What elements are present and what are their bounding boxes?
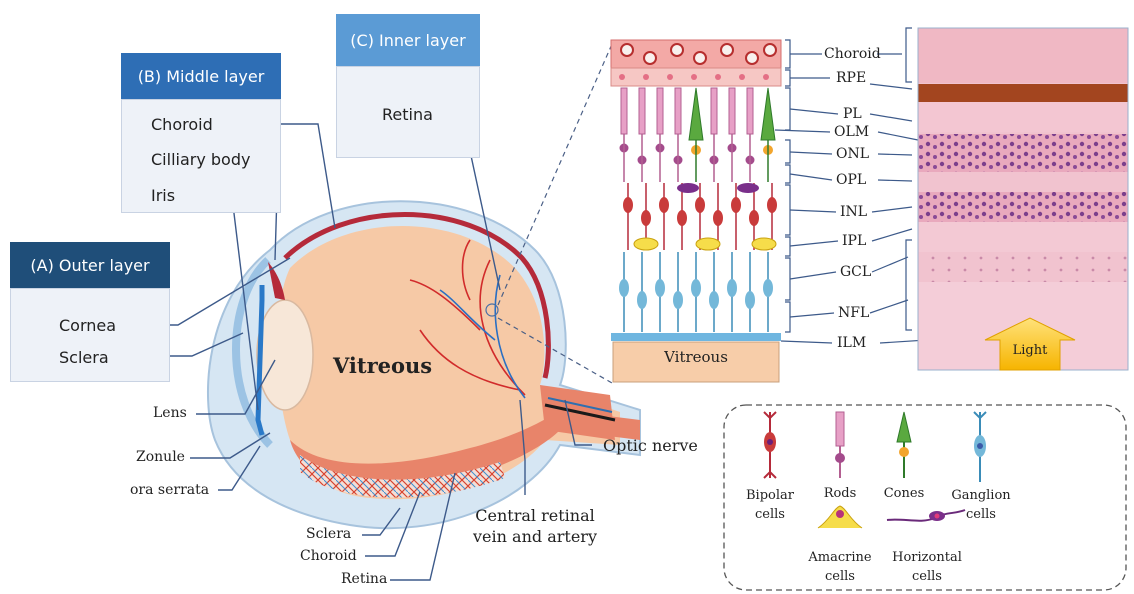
ora-serrata-label: ora serrata bbox=[130, 482, 209, 498]
layer-label-olm: OLM bbox=[834, 124, 869, 140]
retina-bottom-label: Retina bbox=[341, 571, 387, 587]
ganglion-cell bbox=[763, 279, 773, 297]
bipolar-cell bbox=[659, 197, 669, 213]
ganglion-cell bbox=[655, 279, 665, 297]
amacrine-cell-icon bbox=[818, 506, 862, 528]
middle-layer-panel: Choroid Cilliary body Iris bbox=[121, 99, 281, 213]
rpe-cell bbox=[619, 74, 625, 80]
legend-amacrine-label: Amacrine cells bbox=[800, 548, 880, 586]
eye-lens bbox=[257, 300, 313, 410]
rod-cell-icon bbox=[835, 412, 845, 478]
choroid-cell bbox=[644, 52, 656, 64]
legend-rods-label: Rods bbox=[815, 486, 865, 501]
inner-layer-item-retina: Retina bbox=[382, 105, 433, 124]
sclera-bottom-label: Sclera bbox=[306, 526, 351, 542]
vitreous-label: Vitreous bbox=[333, 353, 432, 378]
amacrine-cell bbox=[696, 238, 720, 250]
choroid-cell bbox=[764, 44, 776, 56]
legend-horizontal-label: Horizontal cells bbox=[884, 548, 970, 586]
amacrine-cell bbox=[752, 238, 776, 250]
middle-layer-item-choroid: Choroid bbox=[151, 115, 213, 134]
rpe-cell bbox=[763, 74, 769, 80]
rod-cell bbox=[657, 88, 663, 134]
bipolar-cell bbox=[767, 197, 777, 213]
layer-label-opl: OPL bbox=[836, 172, 866, 188]
central-vessels-label: Central retinal vein and artery bbox=[460, 505, 610, 547]
retina-histology-image bbox=[918, 28, 1128, 370]
choroid-cell bbox=[721, 44, 733, 56]
bipolar-cell bbox=[623, 197, 633, 213]
layer-label-nfl: NFL bbox=[838, 305, 869, 321]
choroid-cell bbox=[671, 44, 683, 56]
ganglion-cell bbox=[637, 291, 647, 309]
ganglion-cell bbox=[691, 279, 701, 297]
layer-label-onl: ONL bbox=[836, 146, 869, 162]
vitreous-box-label: Vitreous bbox=[613, 348, 779, 366]
layer-label-ilm: ILM bbox=[837, 335, 866, 351]
bipolar-cell bbox=[695, 197, 705, 213]
legend-ganglion-label: Ganglion cells bbox=[944, 486, 1018, 524]
legend-cones-label: Cones bbox=[878, 486, 930, 501]
rpe-cell bbox=[715, 74, 721, 80]
ganglion-cell bbox=[619, 279, 629, 297]
choroid-cell bbox=[694, 52, 706, 64]
layer-label-ipl: IPL bbox=[842, 233, 866, 249]
rpe-cell bbox=[643, 74, 649, 80]
layer-label-rpe: RPE bbox=[836, 70, 866, 86]
choroid-bottom-label: Choroid bbox=[300, 548, 357, 564]
ganglion-cell bbox=[673, 291, 683, 309]
rpe-cell bbox=[739, 74, 745, 80]
rpe-cell bbox=[667, 74, 673, 80]
cone-cell-icon bbox=[897, 412, 911, 478]
bipolar-cell bbox=[749, 210, 759, 226]
bipolar-cell bbox=[677, 210, 687, 226]
cone-cell bbox=[689, 88, 703, 140]
horizontal-cell bbox=[737, 183, 759, 193]
layer-label-choroid: Choroid bbox=[824, 46, 881, 62]
layer-label-pl: PL bbox=[843, 106, 862, 122]
ganglion-cell-icon bbox=[974, 412, 986, 482]
middle-layer-item-ciliary-body: Cilliary body bbox=[151, 150, 250, 169]
rod-cell bbox=[639, 88, 645, 134]
ganglion-cell bbox=[709, 291, 719, 309]
rod-cell bbox=[675, 88, 681, 134]
middle-layer-panel-title: (B) Middle layer bbox=[121, 53, 281, 99]
bipolar-cell bbox=[713, 210, 723, 226]
amacrine-cell bbox=[634, 238, 658, 250]
outer-layer-item-sclera: Sclera bbox=[59, 348, 109, 367]
rod-cell bbox=[747, 88, 753, 134]
cone-cell bbox=[761, 88, 775, 140]
layer-label-inl: INL bbox=[840, 204, 867, 220]
zonule-label: Zonule bbox=[136, 449, 185, 465]
rod-cell bbox=[621, 88, 627, 134]
bipolar-cell bbox=[731, 197, 741, 213]
retina-layer-illustration bbox=[611, 40, 781, 382]
optic-nerve-label: Optic nerve bbox=[603, 436, 698, 455]
horizontal-cell bbox=[677, 183, 699, 193]
bipolar-cell-icon bbox=[764, 412, 776, 478]
rod-cell bbox=[711, 88, 717, 134]
outer-layer-panel-title: (A) Outer layer bbox=[10, 242, 170, 288]
middle-layer-item-iris: Iris bbox=[151, 186, 175, 205]
rod-cell bbox=[729, 88, 735, 134]
layer-label-gcl: GCL bbox=[840, 264, 871, 280]
inner-layer-panel-title: (C) Inner layer bbox=[336, 14, 480, 66]
ganglion-cell bbox=[727, 279, 737, 297]
ganglion-cell bbox=[745, 291, 755, 309]
choroid-cell bbox=[621, 44, 633, 56]
rpe-cell bbox=[691, 74, 697, 80]
outer-layer-panel: Cornea Sclera bbox=[10, 288, 170, 382]
inner-layer-panel: Retina bbox=[336, 66, 480, 158]
outer-layer-item-cornea: Cornea bbox=[59, 316, 116, 335]
bipolar-cell bbox=[641, 210, 651, 226]
light-label: Light bbox=[1000, 343, 1060, 358]
lens-label: Lens bbox=[153, 405, 187, 421]
legend-bipolar-label: Bipolar cells bbox=[738, 486, 802, 524]
choroid-cell bbox=[746, 52, 758, 64]
